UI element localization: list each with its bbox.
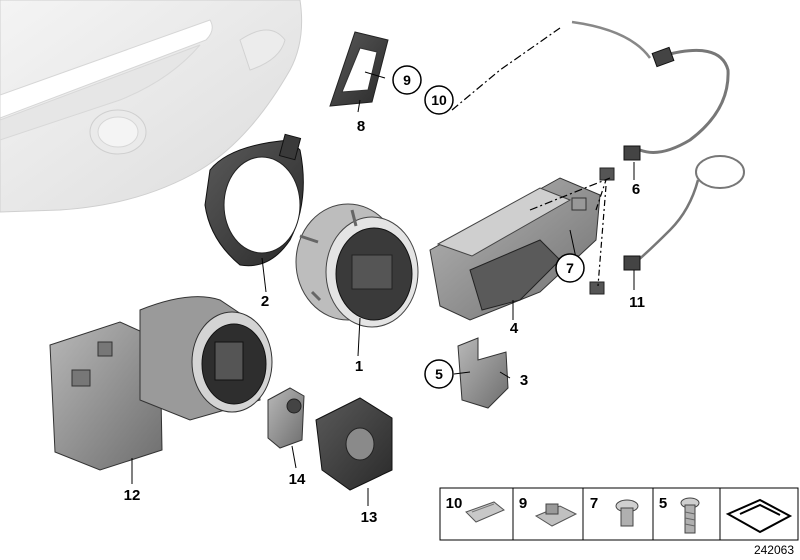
callout-9: 9: [403, 72, 411, 88]
callout-1: 1: [355, 358, 363, 375]
screw-long-icon: [680, 497, 700, 534]
legend-label-5: 5: [659, 495, 667, 512]
legend-label-10: 10: [446, 495, 463, 512]
legend-label-7: 7: [590, 495, 598, 512]
callout-8: 8: [357, 118, 365, 135]
part-4-actuator: [429, 177, 601, 321]
callout-9-circle: [392, 65, 422, 95]
part-14-sensor: [267, 387, 305, 449]
callout-12: 12: [124, 487, 141, 504]
callout-labels: 9 10 8 2 1 4 5 3 6 7 11 12 14 13: [124, 65, 645, 526]
diagram-number: 242063: [754, 543, 794, 557]
subset-symbol-icon: [725, 498, 793, 534]
callout-7-circle: [555, 253, 585, 283]
callout-3: 3: [520, 372, 528, 389]
push-nut-icon: [534, 503, 578, 527]
callout-6: 6: [632, 181, 640, 198]
part-2-holder-bracket: [204, 133, 304, 267]
part-12-filler-housing: [49, 296, 273, 471]
part-3-bracket: [457, 337, 509, 409]
screw-short-icon: [615, 499, 639, 527]
legend-label-9: 9: [519, 495, 527, 512]
vehicle-rear-body: [0, 0, 303, 213]
callout-7: 7: [566, 260, 574, 276]
callout-5: 5: [435, 366, 443, 382]
part-1-filler-flap: [295, 203, 419, 328]
leader-lines: [131, 71, 635, 506]
callout-10: 10: [431, 92, 447, 108]
callout-2: 2: [261, 293, 269, 310]
callout-10-circle: [424, 85, 454, 115]
callout-14: 14: [289, 471, 306, 488]
callout-5-circle: [424, 359, 454, 389]
callout-11: 11: [629, 294, 645, 311]
clip-icon: [465, 501, 505, 523]
callout-4: 4: [510, 320, 519, 337]
callout-13: 13: [361, 509, 378, 526]
part-8-trim-ring: [329, 31, 389, 107]
part-13-seal: [315, 397, 393, 491]
cables: [451, 20, 745, 295]
fastener-legend: 10 9 7 5: [439, 487, 799, 541]
